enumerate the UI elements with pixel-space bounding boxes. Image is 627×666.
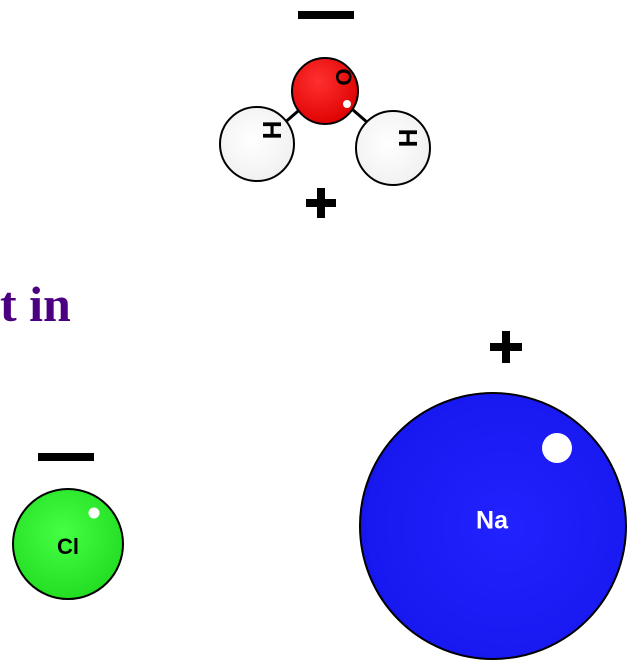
oxygen-atom: O [291,57,359,125]
hydrogen-right-atom: H [355,110,431,186]
water-negative-charge-sign [298,11,354,19]
sodium-ion: Na [359,331,627,660]
hydrogen-right-label: H [393,129,423,148]
hydrogen-left-atom: H [219,106,295,182]
oxygen-label: O [331,68,356,85]
chloride-negative-charge-sign [38,453,94,461]
oxygen-highlight [343,100,351,108]
water-molecule: H H O [219,11,431,218]
chloride-highlight [88,507,100,519]
sodium-highlight [542,433,572,463]
sodium-label: Na [476,507,509,535]
chloride-ion: Cl [12,453,124,600]
hydrogen-left-label: H [257,121,287,140]
chloride-label: Cl [57,534,79,559]
sodium-positive-charge-sign [490,331,522,363]
heading-text: t in [0,276,71,332]
water-positive-charge-sign [306,188,336,218]
